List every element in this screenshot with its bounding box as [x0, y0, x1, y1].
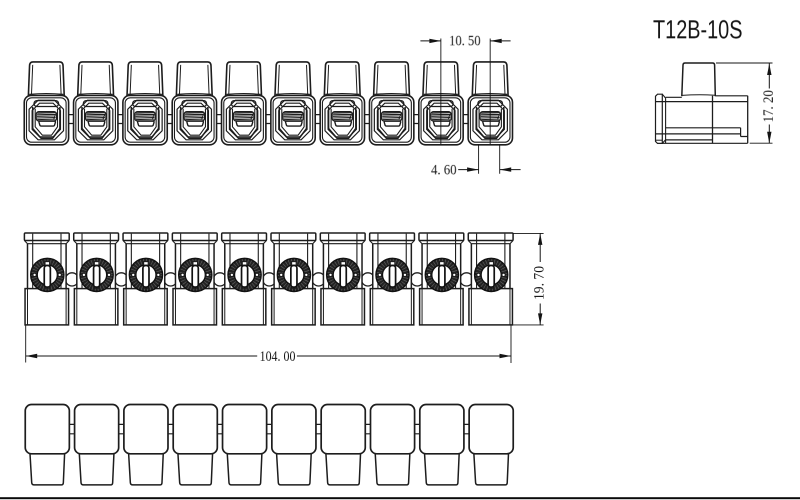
svg-text:10. 50: 10. 50 [449, 33, 481, 49]
svg-text:T12B-10S: T12B-10S [653, 16, 743, 44]
svg-text:104. 00: 104. 00 [260, 349, 296, 365]
svg-text:17. 20: 17. 20 [761, 90, 777, 122]
svg-text:4. 60: 4. 60 [431, 162, 457, 178]
svg-text:19. 70: 19. 70 [532, 266, 548, 300]
